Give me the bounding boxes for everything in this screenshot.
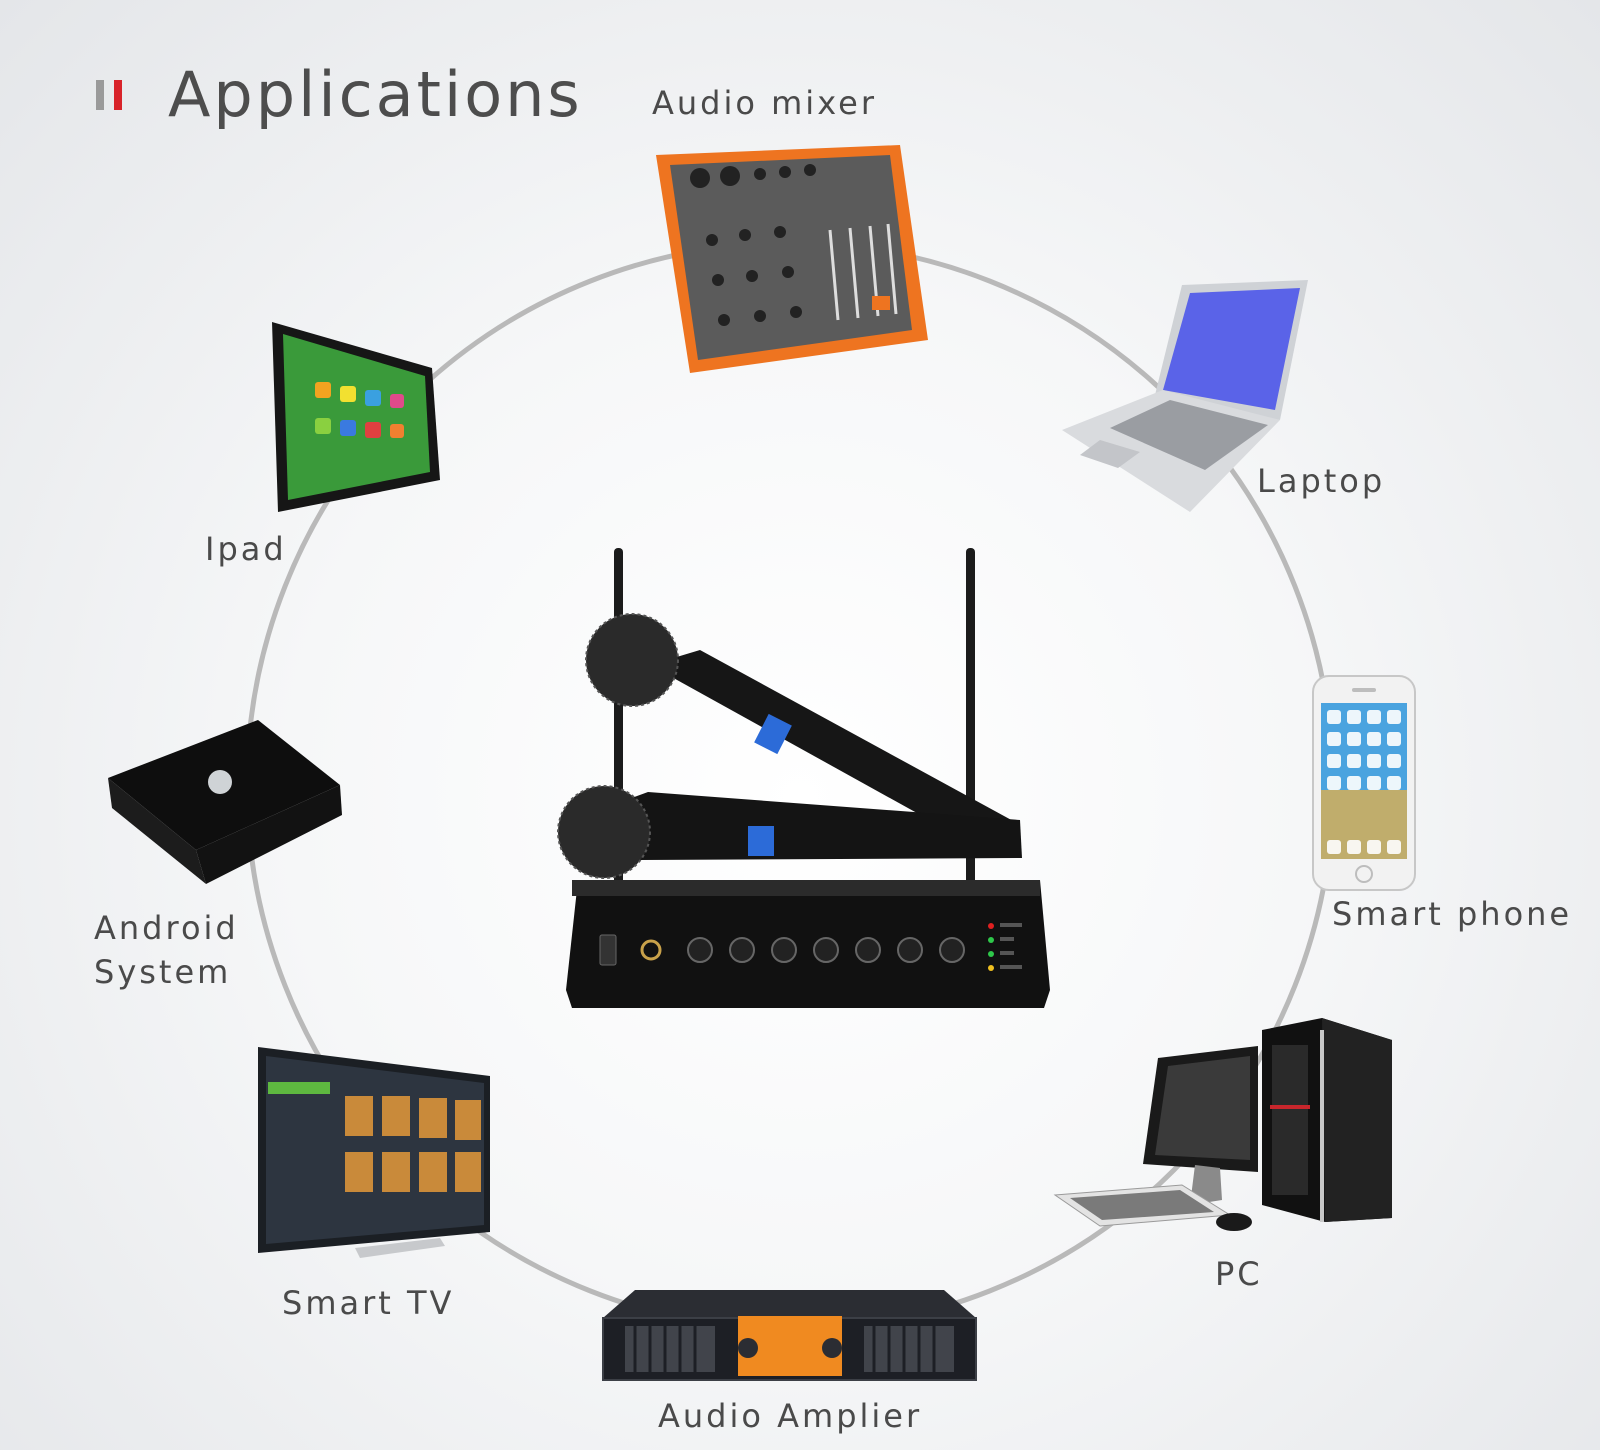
label-audio-amplifier: Audio Amplier	[658, 1397, 923, 1435]
title-accent-bars	[96, 80, 128, 110]
audio-mixer-icon	[656, 145, 928, 373]
label-android-system-line1: Android	[94, 909, 239, 947]
label-audio-mixer: Audio mixer	[652, 84, 877, 122]
pc-icon	[1053, 1018, 1392, 1231]
label-ipad: Ipad	[205, 530, 287, 568]
label-smart-tv: Smart TV	[282, 1284, 455, 1322]
page-title: Applications	[168, 58, 583, 131]
audio-amplifier-icon	[602, 1290, 977, 1381]
label-laptop: Laptop	[1257, 462, 1386, 500]
smart-tv-icon	[258, 1047, 490, 1258]
microphone-lower	[557, 785, 1022, 879]
label-android-system-line2: System	[94, 953, 232, 991]
label-smart-phone: Smart phone	[1332, 895, 1573, 933]
wireless-microphone-receiver	[566, 548, 1050, 1008]
smart-phone-icon	[1312, 675, 1416, 891]
label-pc: PC	[1215, 1255, 1263, 1293]
microphone-upper	[585, 613, 1015, 858]
laptop-icon	[1062, 280, 1308, 512]
ipad-icon	[272, 322, 440, 512]
android-box-icon	[108, 720, 342, 884]
